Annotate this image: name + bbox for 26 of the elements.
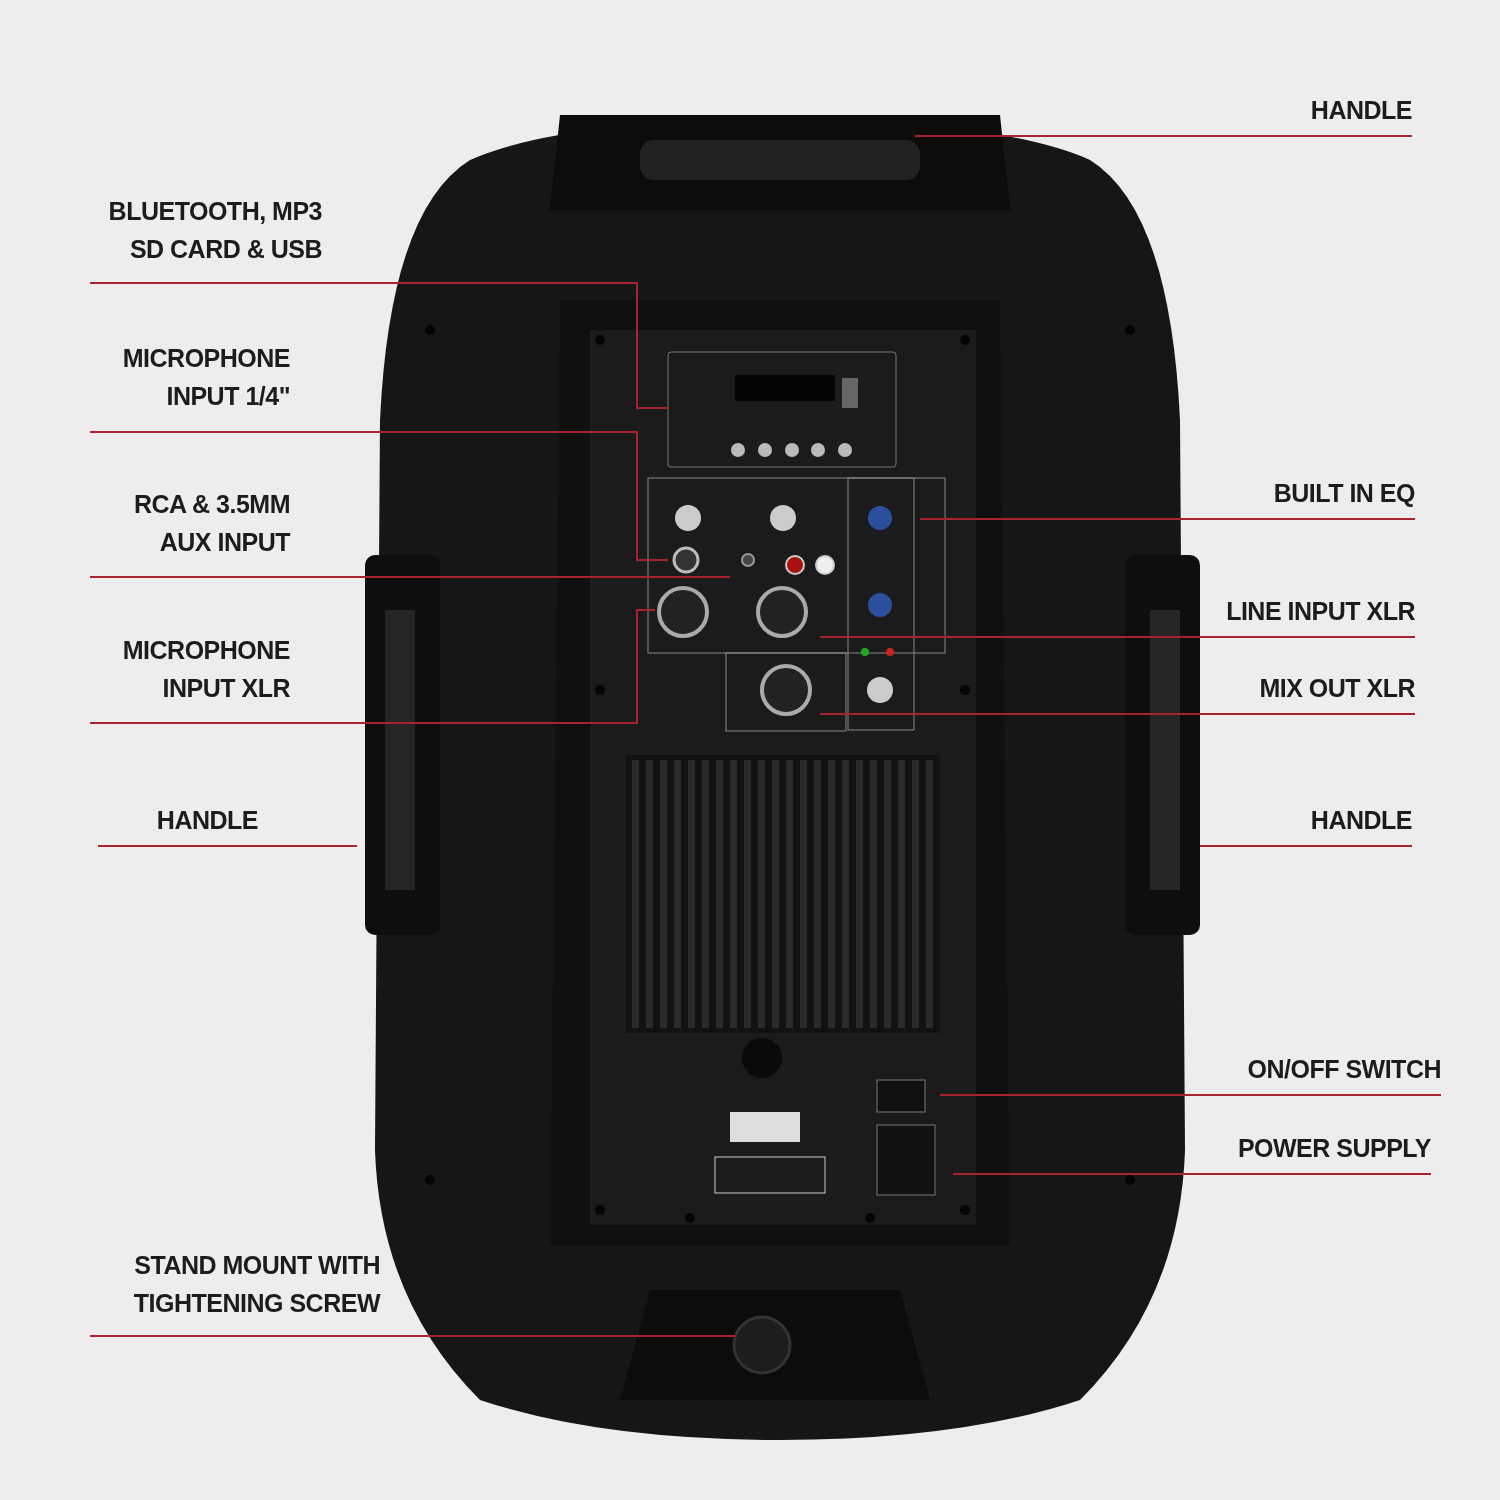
leader-line <box>89 431 669 561</box>
leader-line <box>919 518 1416 520</box>
callout-label: POWER SUPPLY <box>1215 1130 1431 1174</box>
callout-label: MIX OUT XLR <box>1215 670 1415 714</box>
callout-label: ON/OFF SWITCH <box>1215 1051 1441 1095</box>
callout-label: BLUETOOTH, MP3 SD CARD & USB <box>90 193 322 283</box>
leader-line <box>89 282 669 409</box>
callout-label: HANDLE <box>1250 802 1412 846</box>
callout-label: HANDLE <box>1250 92 1412 136</box>
callout-label: STAND MOUNT WITH TIGHTENING SCREW <box>90 1247 380 1336</box>
leader-line <box>89 576 731 578</box>
callout-label: LINE INPUT XLR <box>1195 593 1415 637</box>
leader-line <box>952 1173 1432 1175</box>
leader-line <box>89 1335 736 1337</box>
callout-label: BUILT IN EQ <box>1235 475 1415 519</box>
leader-line <box>819 713 1416 715</box>
leader-line <box>914 135 1413 137</box>
leader-line <box>939 1094 1442 1096</box>
callout-label: RCA & 3.5MM AUX INPUT <box>90 486 290 577</box>
callout-label: HANDLE <box>98 802 258 846</box>
callout-label: MICROPHONE INPUT 1/4" <box>90 340 290 432</box>
leader-line <box>89 609 656 724</box>
leader-line <box>97 845 358 847</box>
leader-line <box>819 636 1416 638</box>
callout-label: MICROPHONE INPUT XLR <box>90 632 290 723</box>
leader-line <box>1199 845 1413 847</box>
